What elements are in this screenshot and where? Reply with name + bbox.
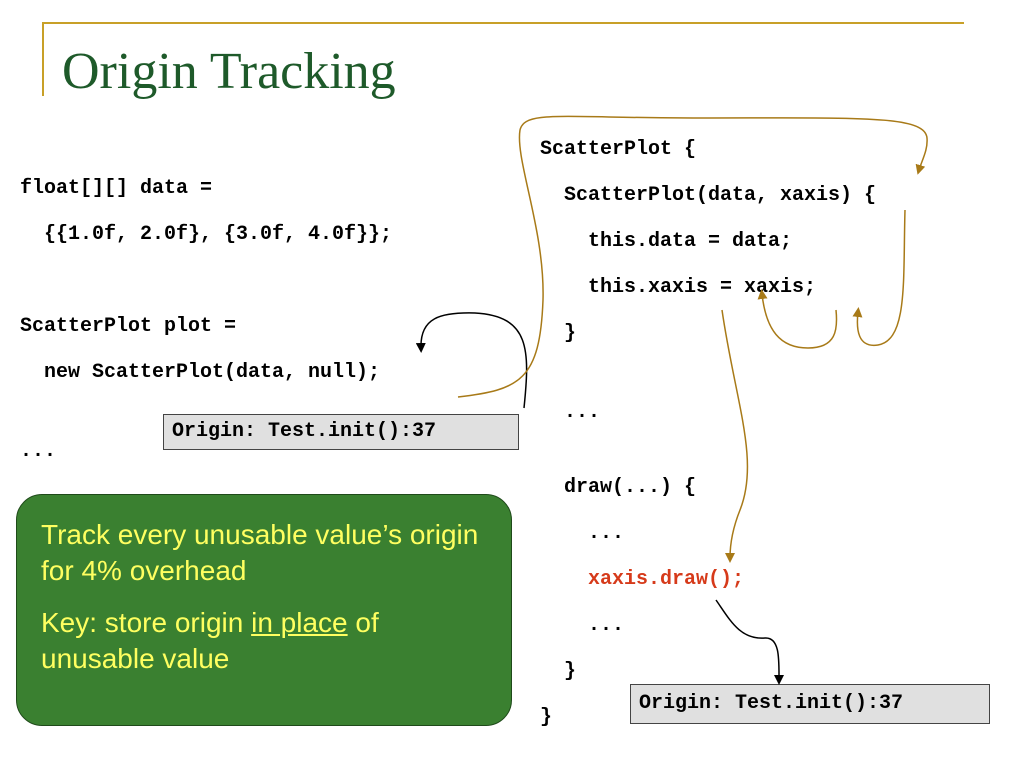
left-code-line-2: {{1.0f, 2.0f}, {3.0f, 4.0f}}; — [20, 223, 393, 246]
origin-label-right: Origin: Test.init():37 — [630, 684, 990, 724]
title-accent-horizontal-line — [42, 22, 964, 24]
callout-box: Track every unusable value’s origin for … — [16, 494, 512, 726]
right-code-line-4: this.xaxis = xaxis; — [540, 276, 817, 299]
right-code-line-5: } — [540, 322, 577, 345]
slide-title: Origin Tracking — [62, 43, 396, 100]
left-code-line-3: ScatterPlot plot = — [20, 315, 237, 338]
left-code-line-5: ... — [20, 440, 57, 463]
callout-paragraph-2-prefix: Key: store origin — [41, 607, 252, 638]
field-to-draw-call-arrow — [721, 309, 749, 563]
param-to-assignment-arrow — [852, 209, 906, 346]
right-code-line-9-highlight: xaxis.draw(); — [540, 568, 745, 591]
right-code-line-10: ... — [540, 614, 625, 637]
right-code-line-2: ScatterPlot(data, xaxis) { — [540, 184, 877, 207]
null-to-origin-arrow — [415, 312, 528, 409]
left-code-line-4: new ScatterPlot(data, null); — [20, 361, 381, 384]
callout-underlined-text: in place — [251, 607, 348, 638]
right-code-line-7: draw(...) { — [540, 476, 697, 499]
callout-paragraph-1: Track every unusable value’s origin for … — [41, 519, 479, 586]
left-code-line-1: float[][] data = — [20, 177, 213, 200]
right-code-line-8: ... — [540, 522, 625, 545]
title-accent-vertical-line — [42, 22, 44, 96]
right-code-line-6: ... — [540, 401, 601, 424]
callout-paragraph-2-suffix: of unusable value — [41, 607, 379, 674]
callout-paragraph-2: Key: store origin in place of unusable v… — [41, 605, 487, 677]
right-code-line-11: } — [540, 660, 577, 683]
right-code-line-1: ScatterPlot { — [540, 138, 697, 161]
assignment-to-field-arrow — [757, 289, 838, 349]
draw-call-to-origin-arrow — [715, 599, 785, 685]
right-code-line-12: } — [540, 706, 553, 729]
right-code-line-3: this.data = data; — [540, 230, 793, 253]
origin-label-left: Origin: Test.init():37 — [163, 414, 519, 450]
